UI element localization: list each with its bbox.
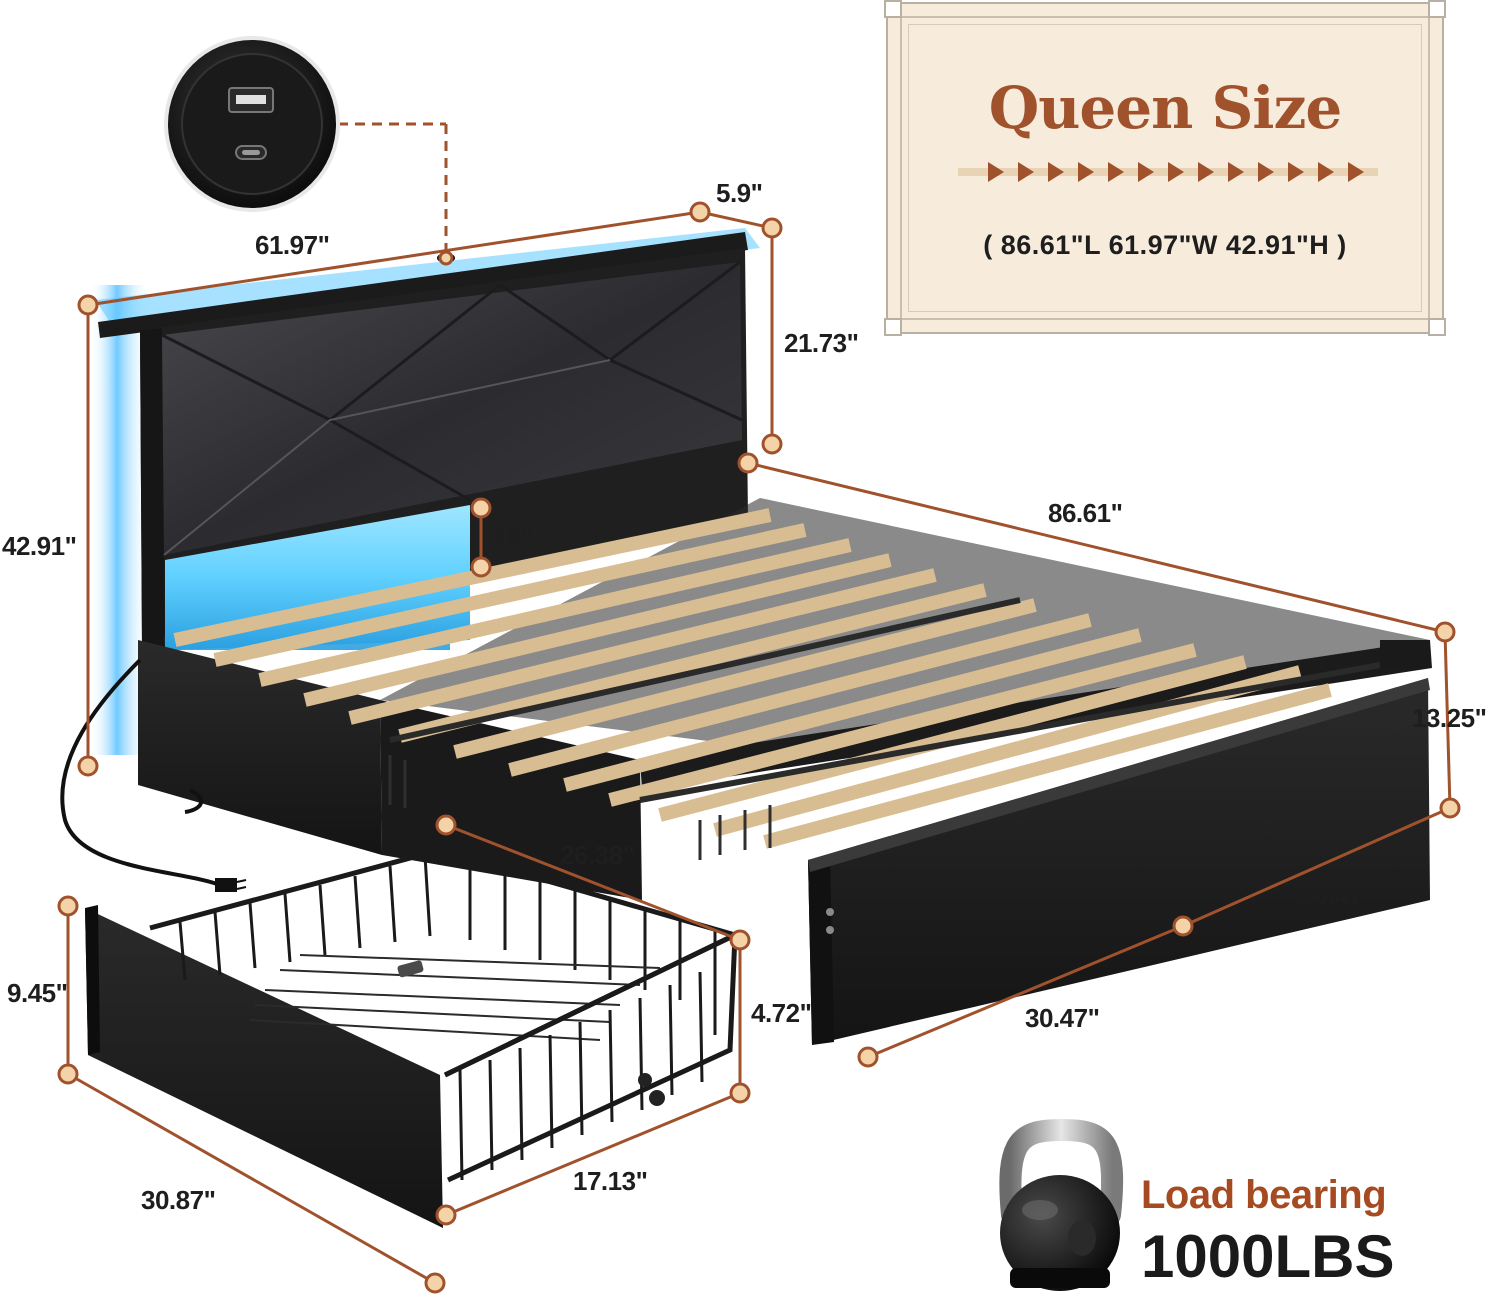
dimension-marker-icon: [729, 1082, 751, 1104]
drawer-width-side-label: 30.47": [1300, 880, 1375, 910]
headboard-width-label: 61.97": [255, 230, 330, 260]
drawer: [85, 847, 742, 1228]
usb-leader-line: [338, 122, 448, 254]
dimension-marker-icon: [761, 217, 783, 239]
dimension-marker-icon: [1172, 915, 1194, 937]
bed-length-label: 86.61": [1048, 498, 1123, 528]
load-bearing-value: 1000LBS: [1141, 1223, 1395, 1290]
power-cord: [60, 658, 247, 892]
card-corner: [1428, 318, 1446, 336]
bed-frame: [138, 498, 1432, 1045]
overall-dimensions: ( 86.61"L 61.97"W 42.91"H ): [983, 230, 1347, 260]
size-title-card: Queen Size ( 86.61"L 61.97"W 42.91"H ): [884, 0, 1446, 336]
drawer-depth-label: 17.13": [573, 1166, 648, 1196]
card-corner: [884, 0, 902, 18]
slats: [173, 508, 1332, 849]
dimension-marker-icon: [1439, 797, 1461, 819]
dimension-marker-icon: [470, 556, 492, 578]
dimension-marker-icon: [857, 1046, 879, 1068]
card-inner-frame-2: [908, 24, 1422, 312]
dimension-marker-icon: [57, 1063, 79, 1085]
card-title: Queen Size: [988, 74, 1343, 142]
drawer-height-label: 9.45": [7, 978, 68, 1008]
card-inner-frame: [900, 16, 1430, 320]
card-corner: [884, 318, 902, 336]
headboard-upper-height-label: 21.73": [784, 328, 859, 358]
dimension-marker-icon: [1434, 621, 1456, 643]
usb-port-icon: [164, 36, 340, 212]
total-height-label: 42.91": [2, 531, 77, 561]
under-headboard-gap-label: 10": [493, 521, 533, 551]
arrow-divider: [958, 162, 1378, 182]
dimension-marker-icon: [729, 929, 751, 951]
dimension-marker-icon: [424, 1272, 446, 1294]
drawer-clearance-label: 4.72": [751, 998, 812, 1028]
dimension-marker-icon: [57, 895, 79, 917]
dimension-marker-icon: [438, 250, 454, 266]
drawer-width-front-label: 30.47": [1025, 1003, 1100, 1033]
side-height-label: 13.25": [1412, 703, 1487, 733]
dimension-marker-icon: [77, 755, 99, 777]
dimension-marker-icon: [77, 294, 99, 316]
dimension-marker-icon: [761, 433, 783, 455]
card-corner: [1428, 0, 1446, 18]
dimension-marker-icon: [737, 452, 759, 474]
load-bearing-label: Load bearing: [1141, 1173, 1387, 1217]
dimension-marker-icon: [435, 814, 457, 836]
drawer-inner-length-label: 26.38": [560, 840, 635, 870]
dimension-marker-icon: [470, 497, 492, 519]
drawer-length-label: 30.87": [141, 1185, 216, 1215]
headboard-depth-label: 5.9": [716, 178, 763, 208]
dimension-markers: [57, 201, 1461, 1294]
dimension-marker-icon: [435, 1204, 457, 1226]
dimension-marker-icon: [689, 201, 711, 223]
dimension-lines: [66, 210, 1452, 1285]
headboard: [98, 232, 748, 652]
kettlebell-icon: [999, 1118, 1124, 1291]
